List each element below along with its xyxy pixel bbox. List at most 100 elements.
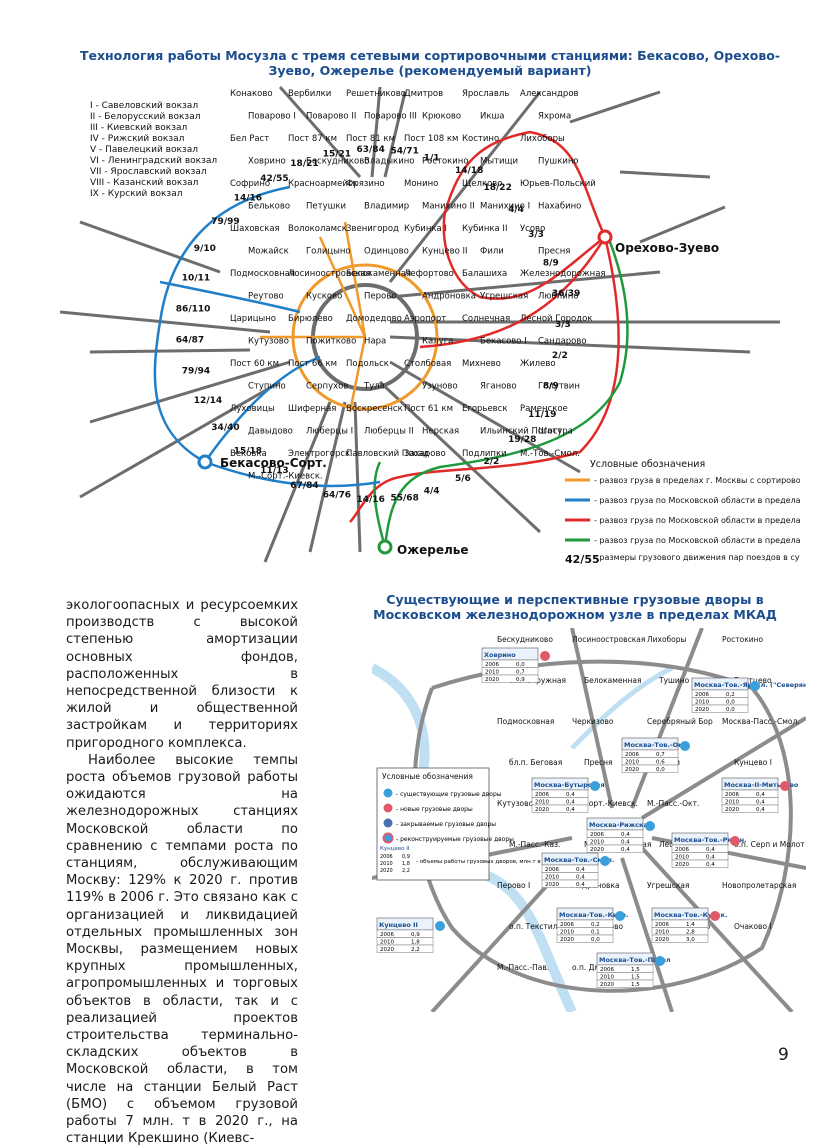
flow-ratio-label: 12/14: [194, 396, 222, 406]
yard-marker: [680, 741, 690, 751]
map2-label: о.п. Текстильщики: [509, 922, 583, 931]
flow-ratio-label: 8/9: [543, 259, 559, 269]
yard-volume: 0,4: [706, 847, 715, 853]
yard-volume: 0,4: [621, 847, 630, 853]
station-label: Шатура: [538, 427, 573, 437]
yard-volume: 0,4: [566, 792, 575, 798]
yard-marker: [780, 781, 790, 791]
yard-volume: 0,4: [621, 832, 630, 838]
flow-ratio-label: 3/3: [555, 320, 571, 330]
station-label: Узуново: [422, 382, 458, 392]
station-label: Ростокино: [422, 157, 469, 167]
freight-yards-map: Условные обозначения - существующие груз…: [372, 628, 806, 1012]
yard-name: Москва-Тов.-Рязан.: [674, 836, 747, 844]
station-label: Пресня: [538, 247, 570, 257]
flow-ratio-label: 11/19: [528, 410, 556, 420]
station-label: Монино: [404, 179, 438, 189]
body-text: экологоопасных и ресурсоемких производст…: [66, 597, 298, 1148]
yard-volume: 0,4: [756, 800, 765, 806]
map2-title: Существующие и перспективные грузовые дв…: [373, 592, 777, 622]
rail-scheme-map: Бекасово-Сорт. Орехово-Зуево Ожерелье I …: [60, 86, 800, 566]
yard-year: 2020: [590, 847, 604, 853]
station-label: Усово: [520, 224, 545, 234]
station-label: Бескудниково: [306, 157, 369, 167]
station-label: Поварово I: [248, 112, 296, 122]
station-label: Владыкино: [364, 157, 414, 167]
legend-sample-name: Кунцево II: [380, 846, 410, 852]
station-label: Железнодорожная: [520, 269, 606, 279]
yard-marker: [615, 911, 625, 921]
station-label: Ильинский Погост: [480, 427, 562, 437]
terminal-2: II - Белорусский вокзал: [90, 112, 200, 122]
yard-name: Москва-Тов.-Курск.: [654, 911, 728, 919]
station-label: Икша: [480, 112, 504, 122]
flow-ratio-label: 14/16: [234, 194, 262, 204]
station-label: Нара: [364, 337, 386, 347]
flow-ratio-label: 2/2: [552, 351, 568, 361]
route-legend-title: Условные обозначения: [590, 459, 705, 470]
yard-marker: [540, 651, 550, 661]
map2-label: Пресня: [584, 758, 613, 767]
yard-year: 2006: [590, 832, 604, 838]
station-label: Владимир: [364, 202, 409, 212]
yard-year: 2006: [600, 967, 614, 973]
legend-sample-year: 2020: [380, 868, 393, 874]
yard-year: 2006: [675, 847, 689, 853]
sort-station-markers: [197, 229, 613, 555]
station-label: Бирюлево: [288, 314, 333, 324]
station-label: Серпухов: [306, 382, 348, 392]
station-label: Пост 87 км: [288, 134, 337, 144]
legend-sample-year: 2006: [380, 854, 393, 860]
flow-ratio-label: 15/21: [323, 149, 351, 159]
station-label: Пост 108 км: [404, 134, 458, 144]
station-label: Голицыно: [306, 247, 351, 257]
terminal-4: IV - Рижский вокзал: [90, 134, 184, 144]
station-label: Царицыно: [230, 314, 276, 324]
yard-year: 2010: [625, 760, 639, 766]
station-label: Лефортово: [404, 269, 454, 279]
yard-name: Москва-II-Митьково: [724, 781, 799, 789]
station-label: Кутузово: [248, 337, 289, 347]
map2-label: М.-Пасс.-Пав.: [497, 963, 549, 972]
station-label: Бельково: [248, 202, 290, 212]
station-label: Яганово: [480, 382, 517, 392]
station-label: Кубинка II: [462, 224, 507, 234]
orange-routes: [260, 221, 367, 413]
station-label: Манихино I: [480, 202, 530, 212]
map2-label: Кутузово: [497, 799, 534, 808]
station-label: Вековка: [230, 449, 267, 459]
legend-sample-volume: 0,9: [402, 854, 410, 860]
station-label: Одинцово: [364, 247, 409, 257]
yard-name: Москва-Тов.-Яросл. ("Северянин"): [694, 681, 806, 689]
page-number: 9: [778, 1045, 789, 1065]
flow-ratio-label: 79/94: [182, 367, 210, 377]
body-paragraph-2: Наиболее высокие темпы роста объемов гру…: [66, 752, 298, 1147]
yard-volume: 0,4: [566, 807, 575, 813]
yard-name: Москва-Рижская: [589, 821, 652, 829]
station-label: Жилево: [520, 359, 556, 369]
freight-yard-table: Москва-Тов.-Яросл. ("Северянин")20060,22…: [691, 677, 806, 713]
station-label: Юрьев-Польский: [520, 179, 596, 189]
yard-year: 2006: [545, 867, 559, 873]
yard-volume: 0,2: [726, 692, 735, 698]
yard-year: 2006: [625, 752, 639, 758]
yard-year: 2020: [725, 807, 739, 813]
flow-ratio-label: 4/4: [508, 205, 524, 215]
station-label: Лосиноостровская: [288, 269, 371, 279]
route-legend: Условные обозначения - развоз груза в пр…: [565, 459, 800, 566]
station-label: Луховицы: [230, 404, 275, 414]
map2-label: Бескудниково: [497, 635, 553, 644]
yard-volume: 0,4: [756, 792, 765, 798]
green-routes: [373, 241, 629, 548]
flow-ratio-label: 64/87: [176, 336, 204, 346]
station-label: Голутвин: [538, 382, 580, 392]
station-label: Яхрома: [538, 112, 571, 122]
map2-label: Перово I: [497, 881, 530, 890]
map2-label: Новопролетарская: [722, 881, 796, 890]
station-label: Реутово: [248, 292, 284, 302]
yard-marker: [750, 681, 760, 691]
